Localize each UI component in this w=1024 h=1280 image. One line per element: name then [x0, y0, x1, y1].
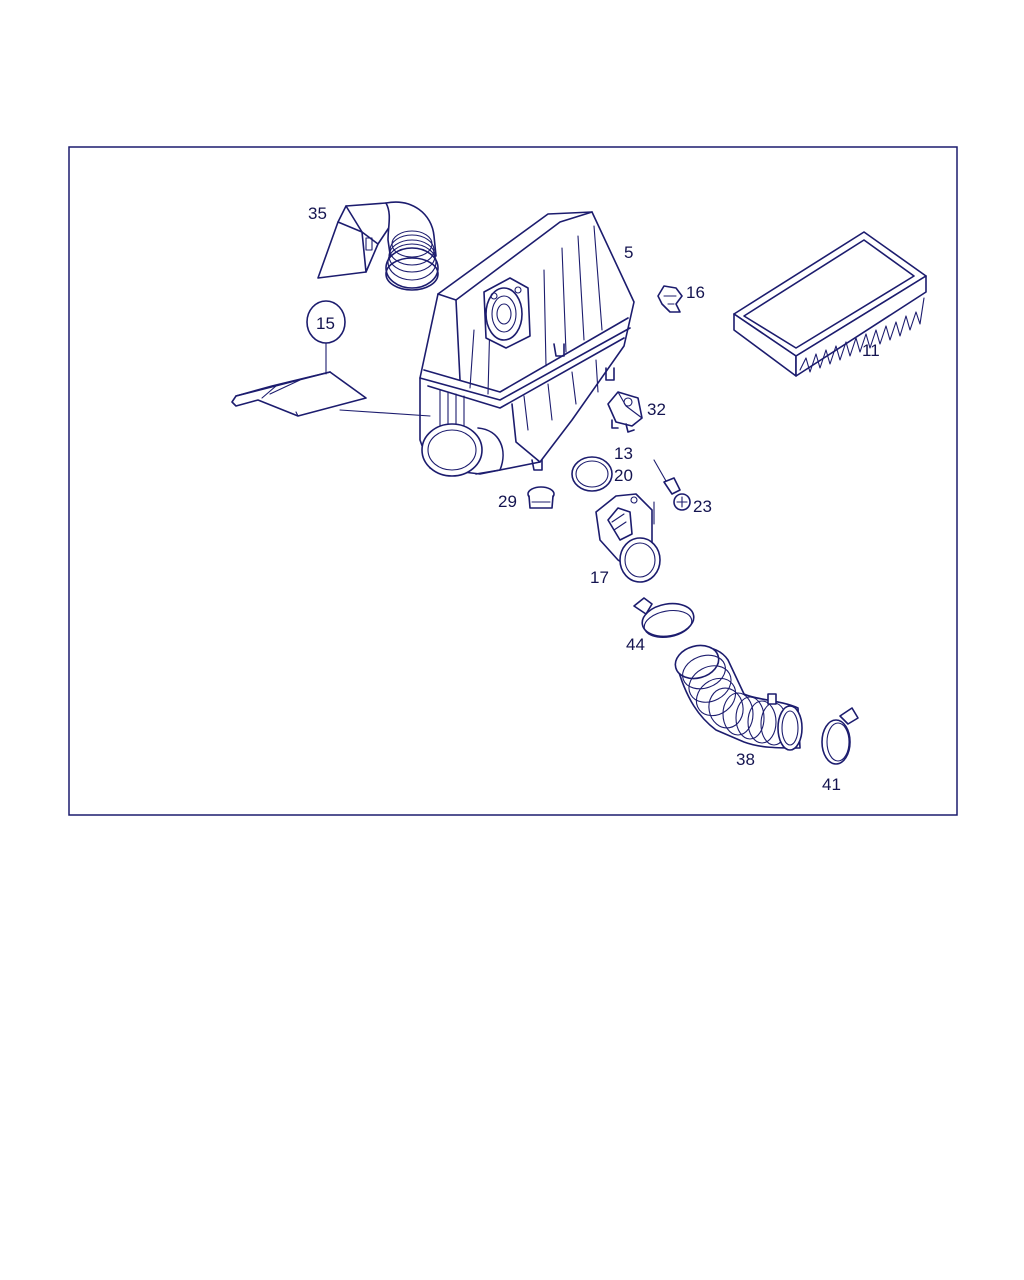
label-5: 5 — [624, 243, 633, 262]
label-11: 11 — [862, 341, 880, 360]
part-16-clip — [657, 285, 683, 313]
part-17-air-mass-sensor — [595, 493, 661, 583]
part-41-hose-clamp — [821, 707, 859, 765]
label-23: 23 — [693, 497, 712, 516]
label-20: 20 — [614, 466, 633, 485]
label-32: 32 — [647, 400, 666, 419]
part-32-bracket — [607, 391, 643, 433]
label-41: 41 — [822, 775, 841, 794]
label-15: 15 — [316, 314, 335, 333]
part-23-screw — [653, 459, 691, 511]
label-35: 35 — [308, 204, 327, 223]
label-29: 29 — [498, 492, 517, 511]
part-5-air-filter-housing — [419, 211, 635, 477]
part-38-intake-hose — [674, 644, 803, 751]
label-17: 17 — [590, 568, 609, 587]
label-44: 44 — [626, 635, 645, 654]
label-16: 16 — [686, 283, 705, 302]
part-44-hose-clamp — [633, 597, 695, 639]
part-35-intake-duct — [317, 201, 439, 291]
part-13-20-seal-ring — [571, 456, 613, 492]
label-13: 13 — [614, 444, 633, 463]
label-38: 38 — [736, 750, 755, 769]
part-11-filter-element — [733, 231, 927, 377]
diagram-frame — [68, 146, 958, 816]
part-15-cover-plate — [231, 300, 431, 417]
part-29-grommet — [527, 486, 555, 509]
